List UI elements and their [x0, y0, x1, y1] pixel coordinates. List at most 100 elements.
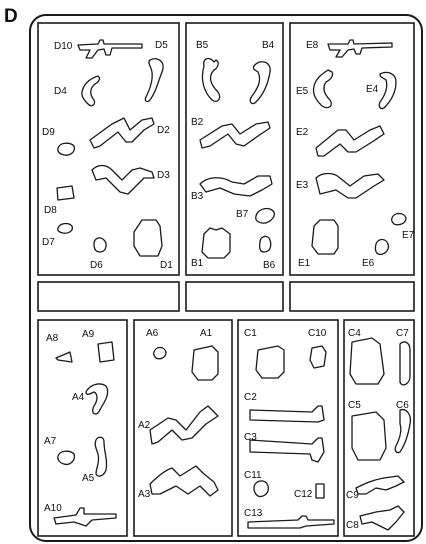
- label-c11: C11: [244, 470, 262, 481]
- part-d2-leg-shape: [90, 118, 154, 148]
- label-b3: B3: [191, 191, 204, 202]
- part-a1-torso-shape: [192, 346, 218, 380]
- part-d3-leg-shape: [92, 166, 154, 195]
- part-a3-leg-shape: [150, 466, 218, 496]
- part-e3-leg-shape: [316, 174, 384, 199]
- part-b6-shape: [260, 236, 271, 252]
- label-e6: E6: [362, 258, 375, 269]
- part-d6-shape: [94, 238, 106, 252]
- label-c10: C10: [308, 328, 327, 339]
- label-e5: E5: [296, 86, 309, 97]
- part-a10-rifle-shape: [54, 508, 116, 526]
- label-a1: A1: [200, 328, 213, 339]
- part-b3-leg-shape: [200, 176, 272, 196]
- parts-panel-c: [248, 346, 334, 528]
- parts-panel-a-left: [54, 342, 116, 526]
- label-d6: D6: [90, 260, 103, 271]
- parts-panel-e: [312, 40, 406, 254]
- part-a9-shape: [98, 342, 114, 362]
- part-d8-shape: [57, 186, 74, 200]
- label-e4: E4: [366, 84, 379, 95]
- part-c9-shape: [356, 476, 404, 494]
- label-c1: C1: [244, 328, 257, 339]
- part-c8-shape: [360, 506, 404, 530]
- part-c10-shape: [310, 346, 326, 368]
- label-b5: B5: [196, 40, 209, 51]
- label-e7: E7: [402, 230, 415, 241]
- runner-box-2: [186, 282, 283, 311]
- part-e5-arm-shape: [313, 70, 332, 108]
- part-d10-rifle-shape: [78, 40, 142, 58]
- label-e1: E1: [298, 258, 311, 269]
- part-b4-arm-shape: [250, 62, 270, 104]
- part-d4-arm-shape: [82, 76, 100, 106]
- parts-panel-a-right: [150, 346, 218, 496]
- part-a2-leg-shape: [150, 406, 218, 444]
- label-d2: D2: [157, 125, 170, 136]
- part-c5-torso-shape: [352, 412, 386, 460]
- label-d3: D3: [157, 170, 170, 181]
- part-a6-shape: [154, 348, 166, 359]
- label-e3: E3: [296, 180, 309, 191]
- part-e4-arm-shape: [379, 72, 396, 108]
- label-a5: A5: [82, 473, 95, 484]
- label-d9: D9: [42, 127, 55, 138]
- sprue-letter: D: [4, 6, 18, 27]
- part-d5-arm-shape: [145, 59, 163, 102]
- label-b1: B1: [191, 258, 204, 269]
- label-c8: C8: [346, 520, 359, 531]
- label-a9: A9: [82, 329, 95, 340]
- parts-panel-c-right: [350, 338, 410, 530]
- part-a8-shape: [56, 352, 72, 362]
- label-a4: A4: [72, 392, 85, 403]
- label-e2: E2: [296, 127, 309, 138]
- part-b5-arm-shape: [202, 59, 219, 102]
- label-c13: C13: [244, 508, 263, 519]
- label-d1: D1: [160, 260, 173, 271]
- label-d7: D7: [42, 237, 55, 248]
- label-a8: A8: [46, 333, 59, 344]
- label-b2: B2: [191, 117, 204, 128]
- part-c12-shape: [316, 484, 324, 498]
- part-c2-leg-shape: [250, 406, 324, 422]
- runner-box-1: [38, 282, 179, 311]
- part-e7-shape: [392, 214, 406, 225]
- label-c4: C4: [348, 328, 361, 339]
- label-c3: C3: [244, 432, 257, 443]
- part-c4-torso-shape: [350, 338, 384, 384]
- part-e1-torso-shape: [312, 220, 338, 254]
- part-d9-shape: [58, 143, 75, 155]
- part-c7-shape: [400, 342, 410, 385]
- part-c1-torso-shape: [256, 346, 284, 378]
- part-a5-arm-shape: [95, 437, 106, 476]
- label-c7: C7: [396, 328, 409, 339]
- label-a3: A3: [138, 489, 151, 500]
- part-e6-shape: [375, 240, 388, 255]
- part-b7-shape: [256, 209, 275, 224]
- label-c9: C9: [346, 490, 359, 501]
- label-a6: A6: [146, 328, 159, 339]
- label-e8: E8: [306, 40, 319, 51]
- part-c6-arm-shape: [395, 410, 410, 453]
- part-b2-leg-shape: [200, 122, 270, 148]
- part-d7-shape: [58, 224, 73, 234]
- parts-panel-d: [57, 40, 163, 256]
- part-e2-leg-shape: [316, 126, 384, 156]
- label-c6: C6: [396, 400, 409, 411]
- label-d8: D8: [44, 205, 57, 216]
- part-b1-torso-shape: [202, 228, 230, 258]
- label-a10: A10: [44, 503, 62, 514]
- part-c11-shape: [254, 481, 268, 497]
- label-c5: C5: [348, 400, 361, 411]
- label-d10: D10: [54, 41, 73, 52]
- label-a2: A2: [138, 420, 151, 431]
- label-b6: B6: [263, 260, 276, 271]
- label-d4: D4: [54, 86, 67, 97]
- label-d5: D5: [155, 40, 168, 51]
- part-c3-leg-shape: [250, 438, 324, 462]
- label-b4: B4: [262, 40, 275, 51]
- part-e8-rifle-shape: [328, 40, 392, 57]
- label-a7: A7: [44, 436, 57, 447]
- parts-panel-b: [200, 59, 274, 258]
